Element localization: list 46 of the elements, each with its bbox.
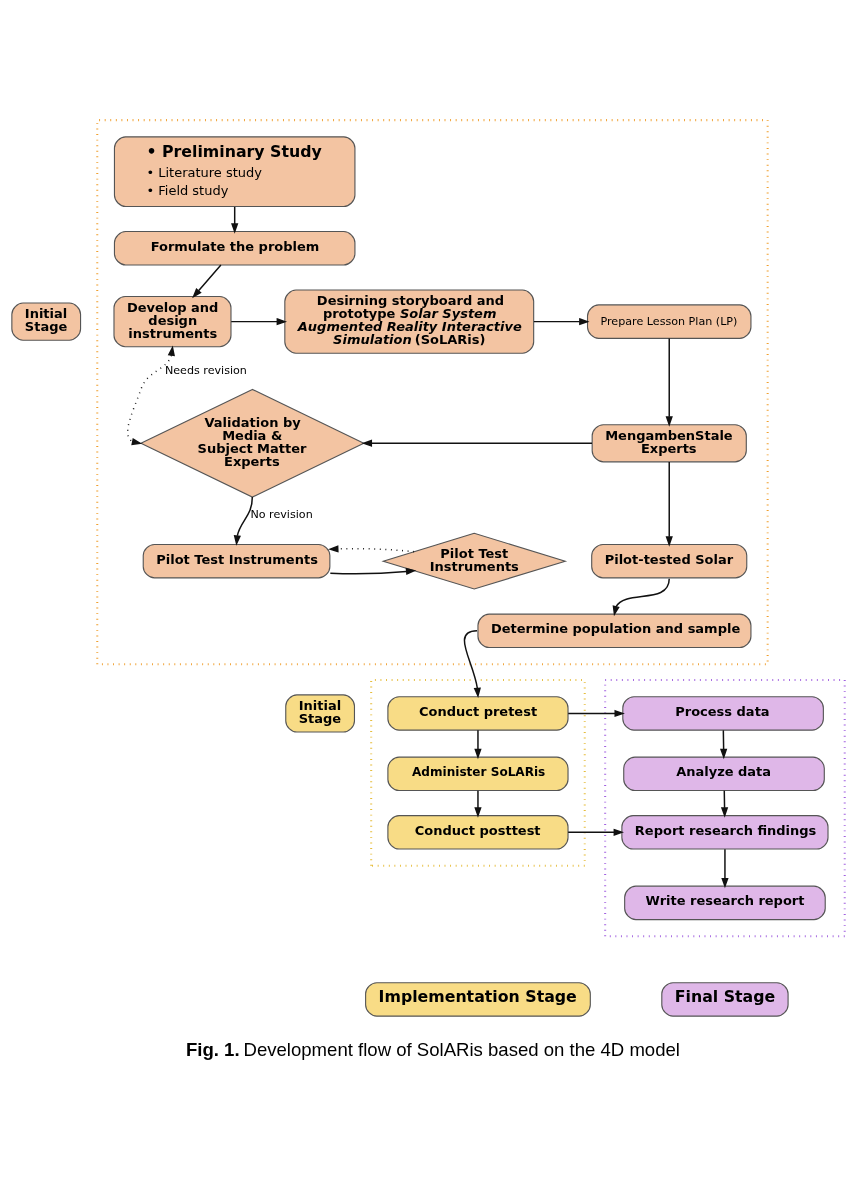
arrow [721, 847, 729, 888]
cluster [96, 118, 769, 665]
arrow [329, 567, 417, 575]
caption: Fig. 1. Development flow of SolARis based on the 4D model [185, 1038, 680, 1060]
arrow [665, 460, 673, 547]
node-box: Formulate the problem [113, 230, 356, 266]
node-box: Initial Stage [11, 302, 82, 341]
cluster [604, 678, 846, 937]
arrow [192, 263, 222, 298]
arrow [474, 789, 482, 818]
node-box: Determine population and sample [477, 613, 752, 648]
node-box: Process data [622, 695, 824, 731]
node-box: Pilot-tested Solar [591, 543, 748, 578]
node-box: Analyze data [623, 756, 825, 791]
node-box: • Preliminary Study • Literature study • Field study [113, 135, 356, 207]
node-box: Write research report [624, 885, 826, 920]
node-box: Implementation Stage [365, 981, 591, 1017]
arrow [474, 729, 482, 759]
node-box: Conduct posttest [387, 814, 569, 850]
edge-label: No revision [250, 507, 313, 521]
node-box: Develop and design instruments [113, 295, 232, 347]
arrow [567, 828, 624, 836]
node-box: Final Stage [661, 981, 789, 1017]
cluster [370, 678, 586, 867]
arrow [328, 544, 415, 553]
node-box: Conduct pretest [387, 695, 569, 731]
arrow [665, 337, 673, 427]
arrow [361, 439, 593, 447]
arrow [612, 577, 670, 616]
node-diamond: Pilot Test Instruments [381, 532, 568, 590]
node-box: Initial Stage [285, 693, 356, 733]
arrow [719, 729, 728, 759]
node-box: Administer SoLARis [387, 756, 569, 791]
node-box: Prepare Lesson Plan (LP) [586, 303, 752, 339]
node-box: Desirning storyboard and prototype Solar System Augmented Reality Interactive Simulation (SoLARis) [284, 289, 535, 354]
arrow [463, 629, 481, 698]
arrow [230, 317, 288, 325]
arrow [567, 709, 625, 717]
node-box: Pilot Test Instruments [142, 543, 331, 578]
node-diamond: Validation by Media & Subject Matter Experts [139, 388, 366, 498]
arrow [533, 317, 590, 325]
edge-label: Needs revision [164, 363, 247, 377]
arrow [127, 344, 175, 445]
arrow [233, 495, 254, 546]
node-box: Report research findings [621, 814, 829, 850]
node-box: MengambenStale Experts [591, 423, 747, 462]
